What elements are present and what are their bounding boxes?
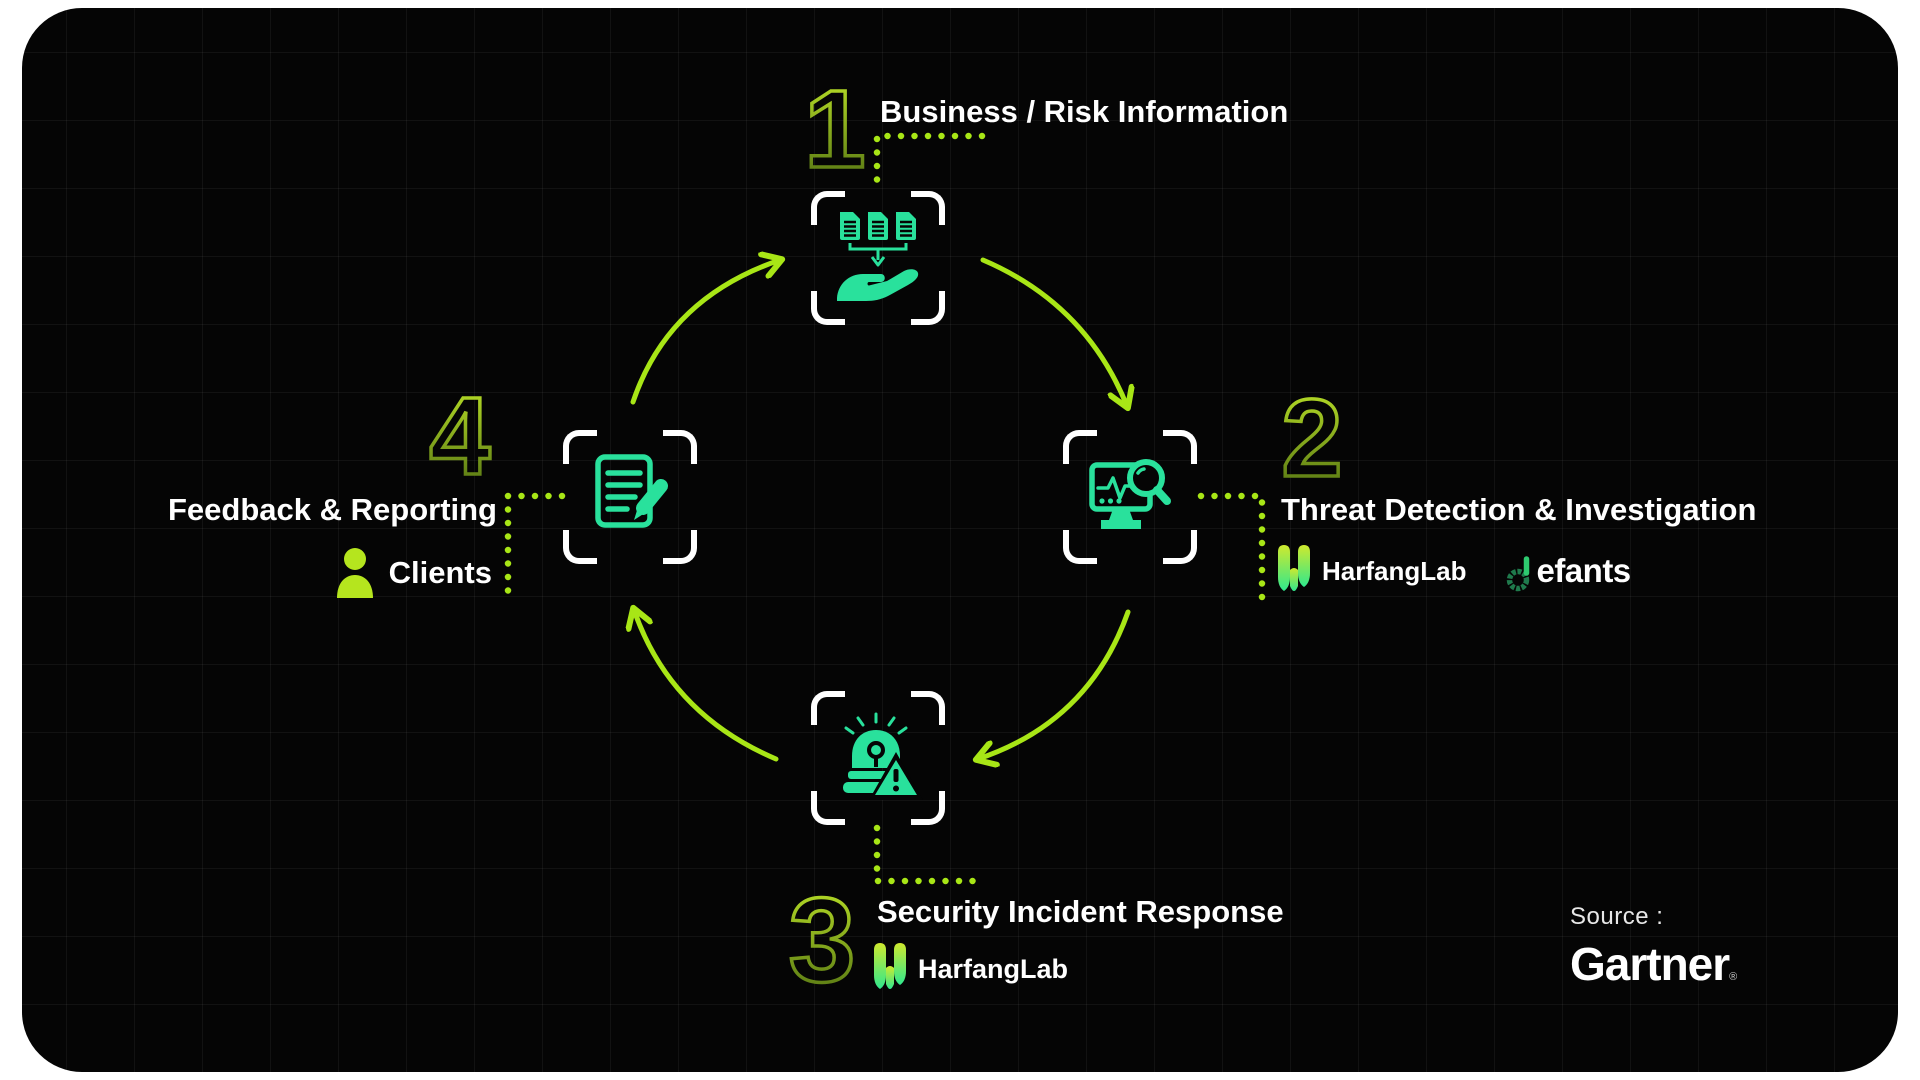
gartner-logo: Gartner® — [1570, 939, 1737, 989]
step1-number: 1 — [803, 67, 868, 187]
bracket-corner — [1163, 430, 1197, 464]
svg-text:4: 4 — [429, 375, 490, 494]
step2-number: 2 — [1280, 376, 1345, 496]
bracket-corner — [811, 791, 845, 825]
bracket-corner — [563, 430, 597, 464]
bracket-corner — [911, 191, 945, 225]
step2-label: Threat Detection & Investigation — [1281, 492, 1757, 527]
source-block: Source : Gartner® — [1570, 903, 1737, 989]
alarm-warning-icon — [843, 712, 923, 800]
harfanglab-wordmark: HarfangLab — [1322, 555, 1467, 586]
step1-frame — [811, 191, 945, 325]
document-edit-icon — [595, 454, 668, 528]
svg-text:3: 3 — [789, 876, 856, 1006]
monitor-search-icon — [1089, 459, 1171, 529]
defants-logo: efants — [1506, 549, 1631, 593]
clients-label: Clients — [388, 555, 492, 590]
source-label: Source : — [1570, 903, 1664, 930]
step3-number: 3 — [787, 876, 857, 1006]
bracket-corner — [811, 691, 845, 725]
bracket-corner — [1163, 530, 1197, 564]
step2-frame — [1063, 430, 1197, 564]
documents-handover-icon — [837, 212, 919, 301]
step4-frame — [563, 430, 697, 564]
person-icon — [336, 548, 373, 598]
gartner-wordmark: Gartner — [1570, 938, 1730, 990]
bracket-corner — [663, 530, 697, 564]
svg-text:2: 2 — [1281, 377, 1342, 496]
bracket-corner — [911, 291, 945, 325]
step3-frame — [811, 691, 945, 825]
svg-text:1: 1 — [804, 68, 865, 187]
bracket-corner — [663, 430, 697, 464]
step2-vendors: HarfangLab efants — [1276, 542, 1631, 600]
harfanglab-icon — [874, 943, 906, 989]
bracket-corner — [911, 791, 945, 825]
bracket-corner — [811, 291, 845, 325]
step1-label: Business / Risk Information — [880, 94, 1289, 129]
bracket-corner — [811, 191, 845, 225]
step3-vendors: HarfangLab — [872, 940, 1068, 998]
bracket-corner — [563, 530, 597, 564]
defants-d-icon — [1507, 556, 1530, 592]
bracket-corner — [911, 691, 945, 725]
clients-row: Clients — [333, 545, 492, 601]
harfanglab-logo: HarfangLab — [1276, 543, 1466, 599]
harfanglab-icon — [1278, 545, 1310, 591]
bracket-corner — [1063, 430, 1097, 464]
step4-label: Feedback & Reporting — [168, 492, 497, 527]
registered-mark: ® — [1729, 971, 1738, 983]
step3-label: Security Incident Response — [877, 894, 1284, 929]
step4-number: 4 — [428, 374, 493, 494]
bracket-corner — [1063, 530, 1097, 564]
defants-wordmark: efants — [1536, 552, 1631, 589]
harfanglab-wordmark: HarfangLab — [918, 953, 1069, 984]
harfanglab-logo: HarfangLab — [872, 941, 1068, 997]
